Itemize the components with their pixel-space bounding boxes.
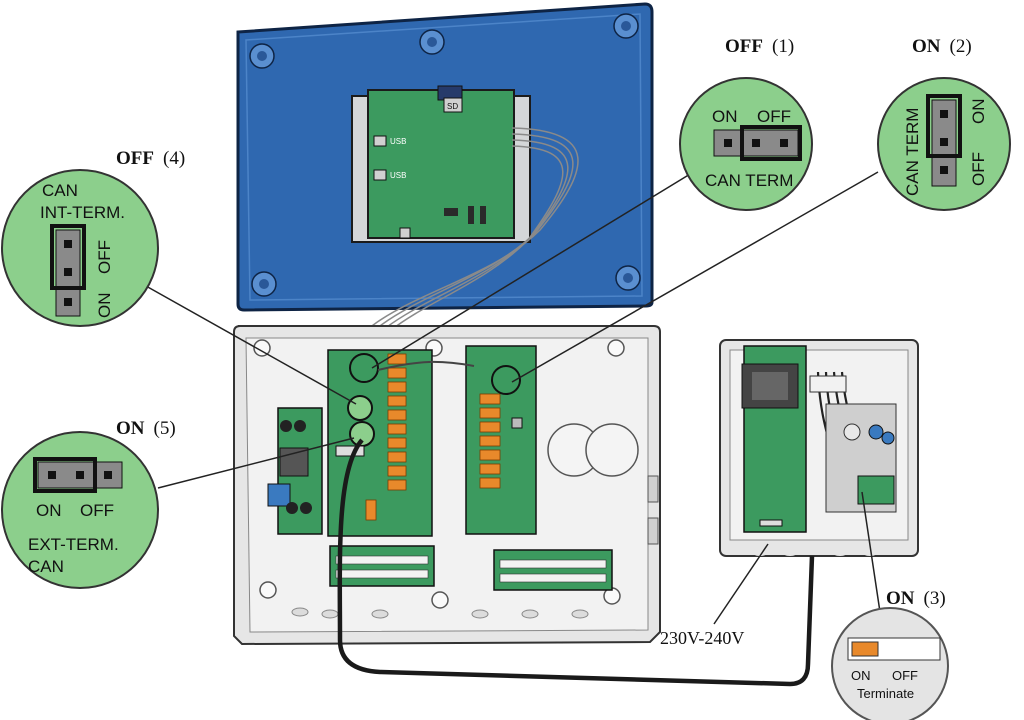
callout-5-number: (5) bbox=[154, 418, 176, 439]
callout-1-number: (1) bbox=[772, 36, 794, 57]
callout-1-on-label: ON bbox=[712, 107, 738, 126]
svg-text:ON (5): ON (5) bbox=[116, 418, 176, 439]
callout-4-on-label: ON bbox=[95, 293, 114, 319]
callout-5-can-label: CAN bbox=[28, 557, 64, 576]
callout-terminate-switch: ON (3) ON OFF Terminate bbox=[831, 588, 949, 720]
callout-1-off-label: OFF bbox=[757, 107, 791, 126]
svg-text:ON (2): ON (2) bbox=[912, 36, 972, 57]
callout-4-number: (4) bbox=[163, 148, 185, 169]
power-cable bbox=[337, 438, 815, 687]
callout-can-term-2: ON (2) CAN TERM ON OFF bbox=[877, 36, 1011, 211]
usb-label-2: USB bbox=[390, 171, 406, 180]
callout-2-off-label: OFF bbox=[969, 152, 988, 186]
callout-3-number: (3) bbox=[924, 588, 946, 609]
svg-text:OFF (1): OFF (1) bbox=[725, 36, 794, 57]
svg-text:ON (3): ON (3) bbox=[886, 588, 946, 609]
callout-2-can-term-label: CAN TERM bbox=[903, 108, 922, 196]
display-pcb bbox=[367, 89, 515, 239]
callout-4-can-label: CAN bbox=[42, 181, 78, 200]
usb-label-1: USB bbox=[390, 137, 406, 146]
svg-text:OFF (4): OFF (4) bbox=[116, 148, 185, 169]
callout-can-term-1: OFF (1) ON OFF CAN TERM bbox=[679, 36, 813, 211]
sd-label: SD bbox=[447, 102, 458, 111]
power-supply-box bbox=[719, 339, 919, 557]
callout-5-state: ON bbox=[116, 418, 145, 439]
callout-2-state: ON bbox=[912, 36, 941, 57]
voltage-label: 230V-240V bbox=[660, 628, 744, 648]
callout-4-int-term-label: INT-TERM. bbox=[40, 203, 125, 222]
callout-3-state: ON bbox=[886, 588, 915, 609]
callout-1-state: OFF bbox=[725, 36, 763, 57]
callout-2-number: (2) bbox=[950, 36, 972, 57]
callout-3-off-label: OFF bbox=[892, 668, 918, 683]
callout-5-on-label: ON bbox=[36, 501, 62, 520]
callout-can-int-term: OFF (4) CAN INT-TERM. OFF ON bbox=[1, 148, 185, 327]
callout-4-state: OFF bbox=[116, 148, 154, 169]
display-panel: SD USB USB bbox=[236, 2, 654, 312]
callout-1-can-term-label: CAN TERM bbox=[705, 171, 793, 190]
callout-5-ext-term-label: EXT-TERM. bbox=[28, 535, 119, 554]
main-pcb-1 bbox=[327, 349, 433, 537]
callout-3-on-label: ON bbox=[851, 668, 871, 683]
callout-5-off-label: OFF bbox=[80, 501, 114, 520]
main-enclosure bbox=[233, 325, 661, 646]
leader-lines bbox=[145, 167, 881, 625]
callout-ext-term-can: ON (5) ON OFF EXT-TERM. CAN bbox=[1, 418, 176, 589]
callout-4-off-label: OFF bbox=[95, 240, 114, 274]
callout-3-terminate-label: Terminate bbox=[857, 686, 914, 701]
callout-2-on-label: ON bbox=[969, 99, 988, 125]
